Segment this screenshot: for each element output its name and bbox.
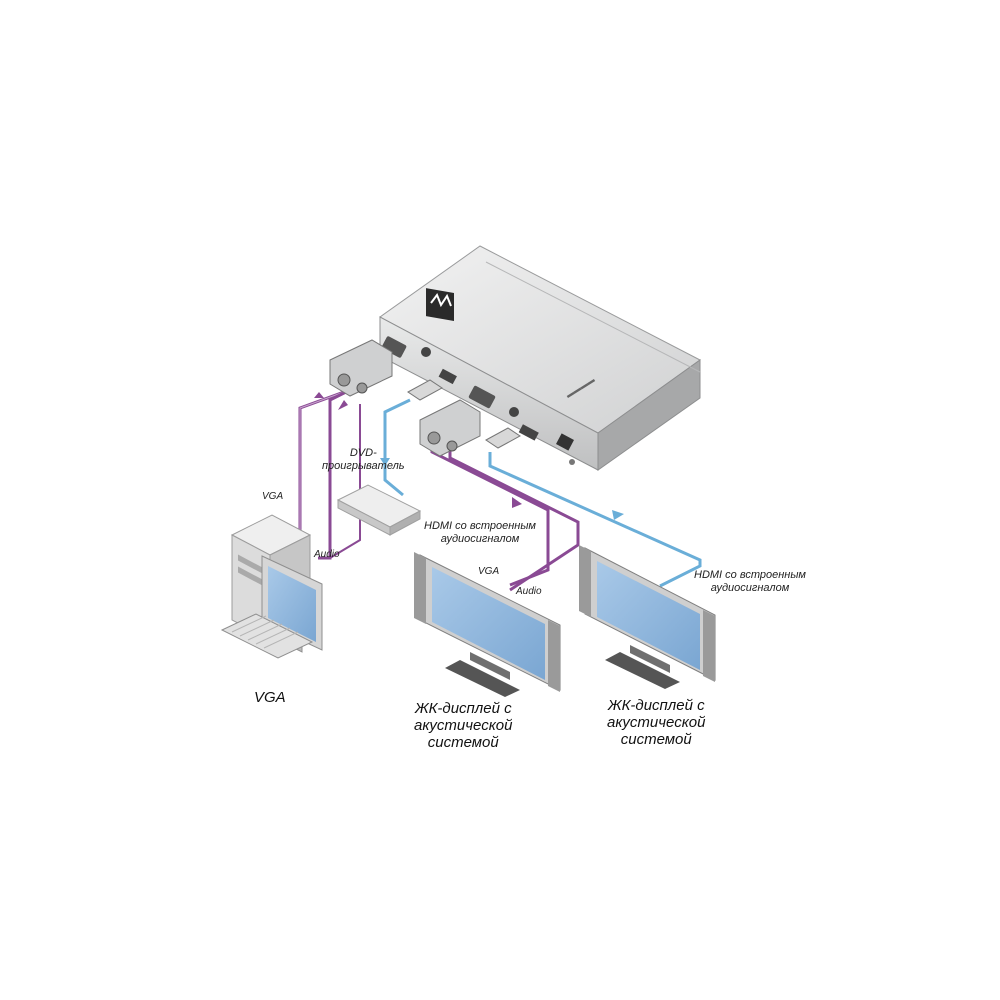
cable-audio-in (318, 388, 351, 560)
port-vga-in (381, 336, 407, 358)
display1-caption-line1: ЖК-дисплей с (414, 700, 512, 717)
lcd-display-1 (414, 552, 561, 697)
display2-caption: ЖК-дисплей с акустической системой (607, 697, 705, 748)
port-vga-out (468, 385, 496, 409)
display2-caption-line3: системой (620, 731, 692, 748)
vga-connector-out (419, 399, 481, 457)
port-power (556, 433, 574, 451)
hdmi-in-label-line1: HDMI со встроенным (424, 520, 536, 532)
port-hdmi-out (518, 424, 539, 441)
hdmi-connector-out (485, 427, 521, 449)
vga-connector-in (329, 339, 393, 397)
hdmi-out-label: HDMI со встроенным аудиосигналом (694, 569, 806, 595)
source-caption: VGA (254, 689, 286, 706)
pc-computer-icon (220, 514, 323, 659)
audio-cable-label: Audio (314, 549, 340, 560)
dvd-label-line1: DVD- (349, 447, 377, 459)
display1-caption-line2: акустической (414, 717, 513, 734)
cable-audio-out (448, 440, 580, 592)
port-audio-out (509, 407, 519, 417)
vga-cable-label: VGA (262, 491, 284, 502)
hdmi-in-label: HDMI со встроенным аудиосигналом (424, 520, 536, 546)
dvd-player-label: DVD- проигрыватель (322, 447, 405, 473)
kramer-logo-icon (426, 288, 454, 322)
lcd-display-2 (579, 545, 716, 689)
switcher-device: ▬▬▬▬ (379, 245, 701, 471)
dvd-label-line2: проигрыватель (322, 460, 405, 472)
port-audio-in (421, 347, 431, 357)
hdmi-out-label-line1: HDMI со встроенным (694, 569, 806, 581)
display2-caption-line1: ЖК-дисплей с (607, 697, 705, 714)
display1-caption-line3: системой (427, 734, 499, 751)
display2-caption-line2: акустической (607, 714, 706, 731)
hdmi-in-label-line2: аудиосигналом (440, 533, 520, 545)
cable-hdmi-out (488, 452, 702, 588)
port-hdmi-in (438, 368, 457, 385)
dvd-player (336, 484, 422, 536)
display1-caption: ЖК-дисплей с акустической системой (414, 700, 512, 751)
audio-out-label: Audio (516, 586, 542, 597)
hdmi-connector-in (407, 379, 443, 401)
vga-out-label: VGA (478, 566, 500, 577)
hdmi-out-label-line2: аудиосигналом (710, 582, 790, 594)
cable-hdmi-in (383, 398, 411, 497)
